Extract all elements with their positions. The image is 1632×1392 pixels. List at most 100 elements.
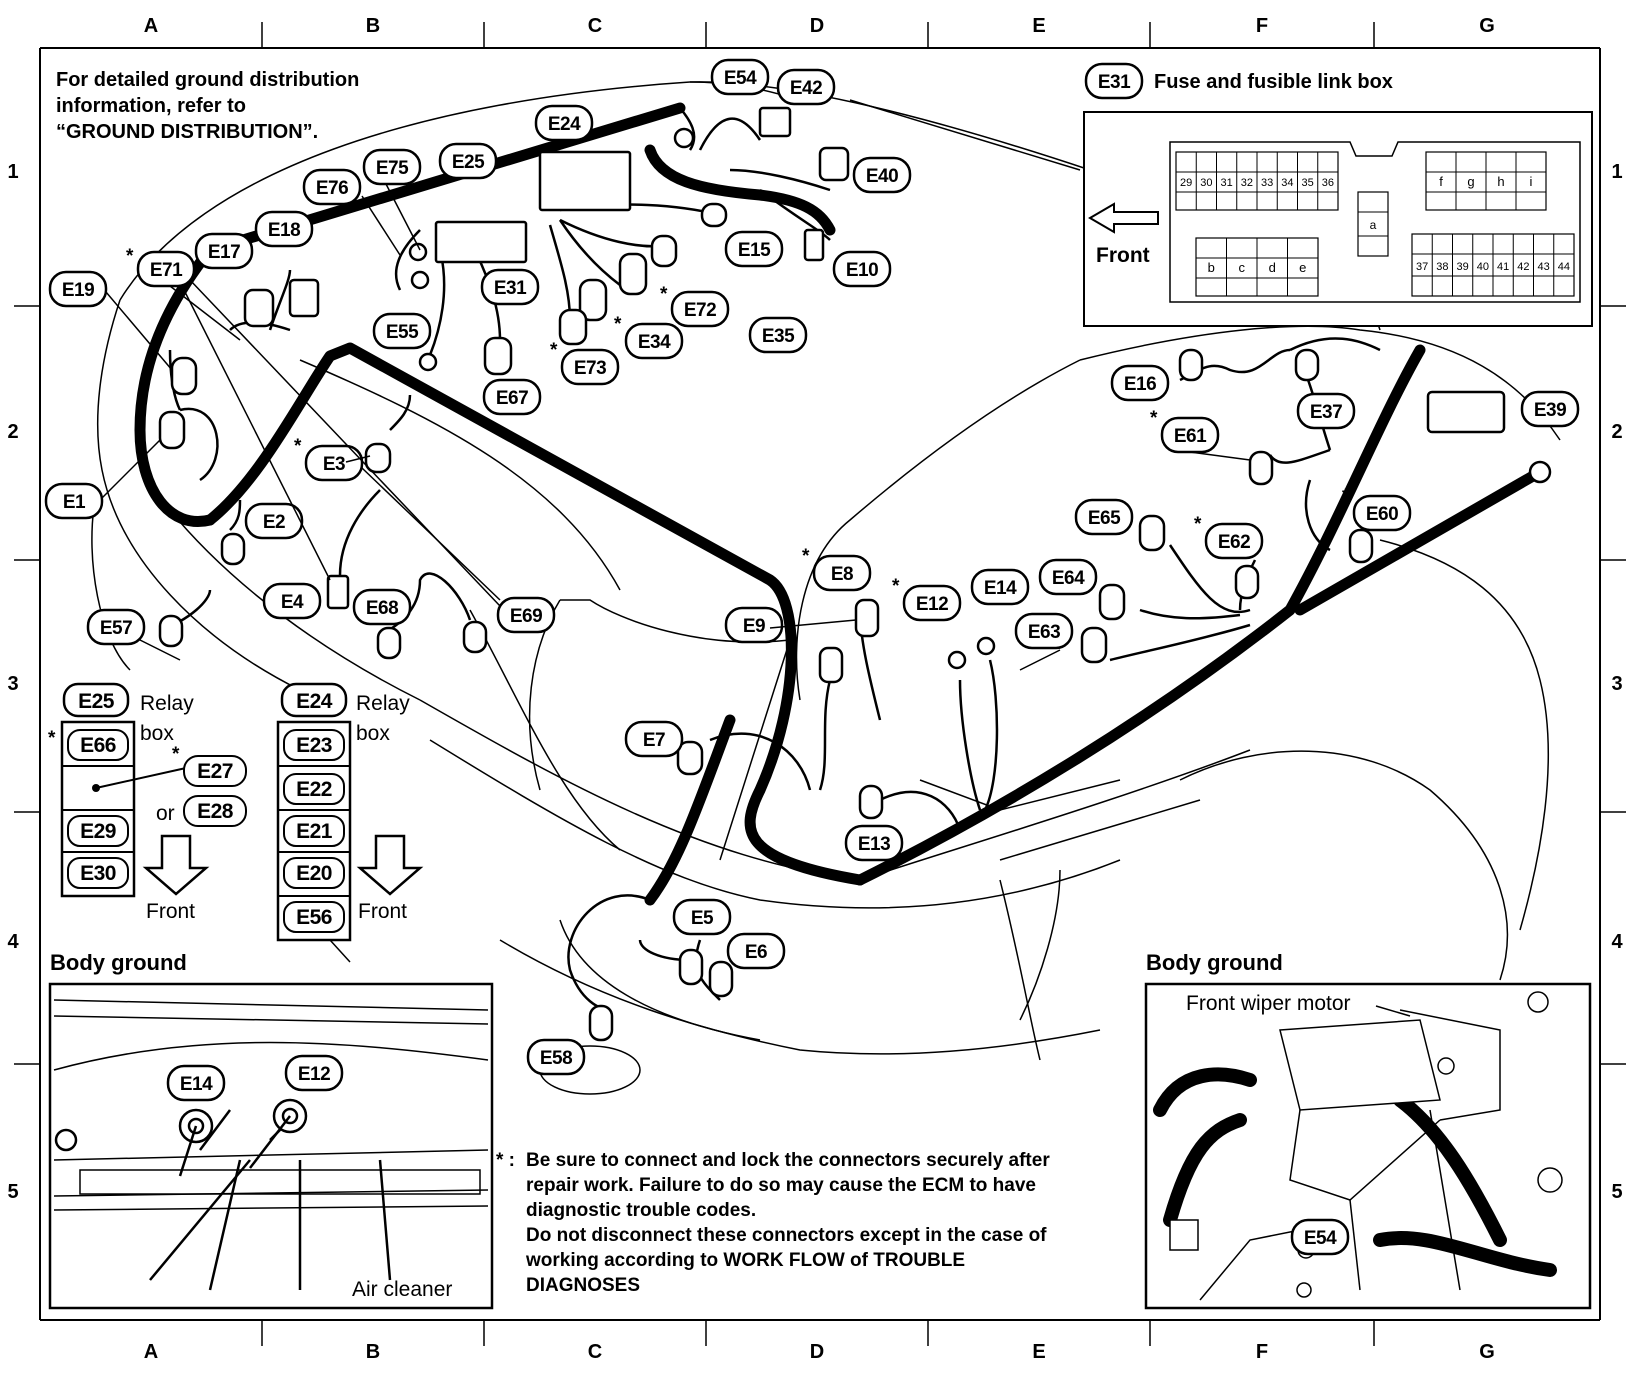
connector-e65[interactable]: E65: [1074, 498, 1134, 536]
connector-e25[interactable]: E25: [438, 142, 498, 180]
svg-text:E35: E35: [762, 326, 795, 347]
relay-e28[interactable]: E28: [183, 795, 247, 827]
relay-e21[interactable]: E21: [283, 815, 345, 847]
connector-e63[interactable]: E63: [1014, 612, 1074, 650]
connector-e35[interactable]: E35: [748, 316, 808, 354]
connector-e42[interactable]: E42: [776, 68, 836, 106]
svg-text:E10: E10: [846, 260, 878, 281]
fuse-33: 33: [1261, 177, 1273, 189]
col-label-bottom-d: D: [810, 1341, 824, 1363]
fuse-b: b: [1208, 260, 1215, 275]
svg-text:E54: E54: [1304, 1228, 1337, 1249]
fuse-42: 42: [1517, 261, 1529, 273]
relay-e27[interactable]: E27: [183, 755, 247, 787]
connector-e15[interactable]: E15: [724, 230, 784, 268]
caution-line-5: working according to WORK FLOW of TROUBL…: [525, 1250, 965, 1271]
fuse-box-tag[interactable]: E31: [1084, 62, 1144, 100]
connector-e9[interactable]: E9: [724, 606, 784, 644]
connector-e8[interactable]: E8: [812, 554, 872, 592]
connector-e72[interactable]: E72: [670, 290, 730, 328]
connector-e19[interactable]: E19: [48, 270, 108, 308]
row-label-right-5: 5: [1611, 1181, 1622, 1203]
ground-note-line3: “GROUND DISTRIBUTION”.: [56, 121, 318, 143]
connector-e7[interactable]: E7: [624, 720, 684, 758]
connector-e16[interactable]: E16: [1110, 364, 1170, 402]
connector-e24[interactable]: E24: [534, 104, 594, 142]
connector-e17[interactable]: E17: [194, 232, 254, 270]
connector-e39[interactable]: E39: [1520, 390, 1580, 428]
connector-e31[interactable]: E31: [480, 268, 540, 306]
connector-e10[interactable]: E10: [832, 250, 892, 288]
fuse-f: f: [1439, 174, 1443, 189]
relay-tag-e25[interactable]: E25: [62, 682, 130, 718]
connector-e62[interactable]: E62: [1204, 522, 1264, 560]
fuse-43: 43: [1538, 261, 1550, 273]
body-ground-right-e54[interactable]: E54: [1290, 1218, 1350, 1256]
front-arrow-down-icon-left: [142, 834, 210, 896]
fuse-37: 37: [1416, 261, 1428, 273]
fuse-31: 31: [1221, 177, 1233, 189]
relay-e29[interactable]: E29: [67, 815, 129, 847]
svg-text:E75: E75: [376, 158, 409, 179]
body-ground-left-e14[interactable]: E14: [166, 1064, 226, 1102]
connector-e67[interactable]: E67: [482, 378, 542, 416]
connector-e5[interactable]: E5: [672, 898, 732, 936]
connector-e34[interactable]: E34: [624, 322, 684, 360]
connector-e54[interactable]: E54: [710, 58, 770, 96]
row-label-left-1: 1: [7, 161, 18, 183]
connector-e3[interactable]: E3: [304, 444, 364, 482]
fuse-e: e: [1299, 260, 1306, 275]
fuse-41: 41: [1497, 261, 1509, 273]
relay-e23[interactable]: E23: [283, 729, 345, 761]
connector-e73[interactable]: E73: [560, 348, 620, 386]
relay-e20[interactable]: E20: [283, 857, 345, 889]
fuse-c: c: [1239, 260, 1246, 275]
connector-e4[interactable]: E4: [262, 582, 322, 620]
connector-e1[interactable]: E1: [44, 482, 104, 520]
svg-text:E42: E42: [790, 78, 822, 99]
col-label-top-d: D: [810, 15, 824, 37]
relay-e56[interactable]: E56: [283, 901, 345, 933]
connector-e18[interactable]: E18: [254, 210, 314, 248]
svg-text:E25: E25: [452, 152, 485, 173]
svg-text:E21: E21: [296, 820, 333, 843]
relay-tag-e24[interactable]: E24: [280, 682, 348, 718]
connector-e69[interactable]: E69: [496, 596, 556, 634]
connector-e64[interactable]: E64: [1038, 558, 1098, 596]
front-wiper-motor-label: Front wiper motor: [1186, 992, 1351, 1015]
connector-e58[interactable]: E58: [526, 1038, 586, 1076]
svg-text:E14: E14: [984, 578, 1017, 599]
relay-e66[interactable]: E66: [67, 729, 129, 761]
connector-e61[interactable]: E61: [1160, 416, 1220, 454]
connector-e37[interactable]: E37: [1296, 392, 1356, 430]
row-label-right-3: 3: [1611, 673, 1622, 695]
fuse-36: 36: [1322, 177, 1334, 189]
svg-text:E40: E40: [866, 166, 898, 187]
relay-e30[interactable]: E30: [67, 857, 129, 889]
asterisk-e34: *: [614, 314, 622, 335]
connector-e12[interactable]: E12: [902, 584, 962, 622]
connector-e13[interactable]: E13: [844, 824, 904, 862]
body-ground-left-e12[interactable]: E12: [284, 1054, 344, 1092]
connector-e55[interactable]: E55: [372, 312, 432, 350]
connector-e2[interactable]: E2: [244, 502, 304, 540]
connector-e14[interactable]: E14: [970, 568, 1030, 606]
connector-e6[interactable]: E6: [726, 932, 786, 970]
connector-shapes: [158, 106, 1552, 1042]
caution-line-4: Do not disconnect these connectors excep…: [526, 1225, 1047, 1246]
connector-e68[interactable]: E68: [352, 588, 412, 626]
svg-text:E30: E30: [80, 862, 116, 885]
body-ground-left-inset: Body ground E14 E12 Air cleaner: [48, 950, 494, 1310]
connector-e71[interactable]: E71: [136, 250, 196, 288]
connector-e60[interactable]: E60: [1352, 494, 1412, 532]
connector-labels: E54 E42 E24 E25 E75 E76 E40 E18 E17 E71 …: [44, 58, 1580, 1076]
svg-text:E19: E19: [62, 280, 94, 301]
connector-e57[interactable]: E57: [86, 608, 146, 646]
relay-e22[interactable]: E22: [283, 773, 345, 805]
col-label-top-e: E: [1032, 15, 1045, 37]
connector-e76[interactable]: E76: [302, 168, 362, 206]
row-label-right-1: 1: [1611, 161, 1622, 183]
connector-e40[interactable]: E40: [852, 156, 912, 194]
connector-e75[interactable]: E75: [362, 148, 422, 186]
